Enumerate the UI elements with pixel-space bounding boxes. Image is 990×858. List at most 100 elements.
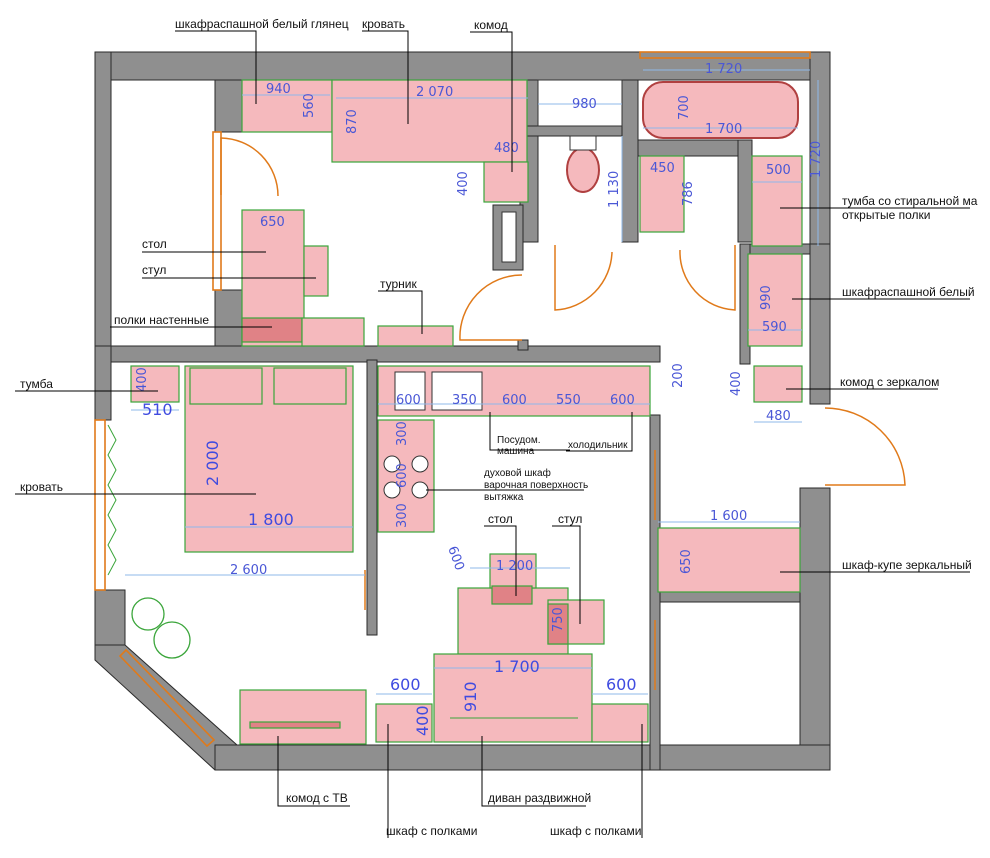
bed-top [331,79,528,163]
label-bar: турник [380,277,418,291]
door-wc [554,245,613,311]
wall-bedroom-right [366,359,378,636]
wall-pier-2 [214,289,243,347]
label-shelf-right: шкаф с полками [550,824,641,838]
burner-4 [411,481,429,499]
door-balcony [220,137,279,197]
burner-3 [383,481,401,499]
dim-650-wardrobe: 650 [679,549,694,574]
sofa [433,653,593,743]
dim-300-a: 300 [395,421,410,446]
dim-870: 870 [345,109,360,134]
dim-560: 560 [302,93,317,118]
label-bed-top: кровать [362,17,405,31]
window-bath [639,51,811,59]
dim-1600: 1 600 [710,509,747,524]
label-nightstand: тумба [20,377,53,391]
wall-top [94,51,831,81]
label-bed-left: кровать [20,480,63,494]
tv-dresser [239,689,367,745]
wall-bottom [214,744,831,771]
label-chair-left: стул [142,263,166,277]
label-wardrobe-white: шкафраспашной белый [842,285,975,299]
stove-column [377,419,435,533]
window-left-upper [212,131,222,291]
wall-wc-right [621,79,639,243]
dim-400-top: 400 [456,171,471,196]
dim-980: 980 [572,97,597,112]
windows [94,51,811,748]
dim-990: 990 [759,285,774,310]
doors [220,137,906,690]
dim-480-mirror: 480 [766,409,791,424]
washer-cabinet [751,155,803,247]
label-wall-shelves: полки настенные [114,313,209,327]
wall-pier-1 [214,79,243,133]
pillow-2 [273,367,347,405]
ventilation-shaft [501,211,517,263]
dim-450: 450 [650,161,675,176]
wall-shelves [241,317,303,343]
dim-2000: 2 000 [203,440,222,486]
dim-1700-sofa: 1 700 [494,657,540,676]
dim-1130: 1 130 [607,171,622,208]
dim-400-mirror: 400 [729,371,744,396]
dim-650-table: 650 [260,215,285,230]
label-wardrobe-sliding: шкаф-купе зеркальный [842,558,972,572]
dim-590: 590 [762,320,787,335]
wall-left-lower [94,589,126,651]
dim-480-top: 480 [494,141,519,156]
label-dresser-top: комод [474,18,508,32]
wardrobe-gloss [241,79,333,133]
pillow-1 [189,367,263,405]
dim-600-b: 600 [502,393,527,408]
dim-200: 200 [671,363,686,388]
label-oven-1: духовой шкаф [484,467,551,479]
nightstand [130,365,180,403]
label-dresser-mirror: комод с зеркалом [840,375,939,389]
door-entrance [824,407,906,486]
dresser-mirror [753,365,803,403]
dim-600-c: 600 [610,393,635,408]
dim-300-b: 300 [395,503,410,528]
washbasin [639,155,685,233]
label-wardrobe-gloss: шкафраспашной белый глянец [175,17,349,31]
dim-750: 750 [551,607,566,632]
walls [94,51,831,771]
dim-940: 940 [266,82,291,97]
tv-panel [249,721,341,729]
dim-350: 350 [452,393,477,408]
label-tv-dresser: комод с ТВ [286,791,348,805]
label-chair-mid: стул [558,512,582,526]
dim-600-f: 600 [390,675,421,694]
wall-bath-right [737,139,753,243]
dim-910: 910 [461,681,480,712]
label-shelf-left: шкаф с полками [386,824,477,838]
dim-1720-side: 1 720 [809,141,824,178]
dim-1700-bath: 1 700 [705,122,742,137]
dim-1800: 1 800 [248,510,294,529]
window-left-lower [94,419,106,591]
plant-1 [131,597,165,631]
dim-400-nightstand: 400 [135,367,150,392]
label-dishwasher-2: машина [497,446,535,457]
door-room [459,274,523,341]
burner-2 [411,455,429,473]
label-oven-3: вытяжка [484,492,524,503]
dim-1720-top: 1 720 [705,62,742,77]
bathtub [642,81,799,139]
wall-wc-top [519,125,631,137]
shelf-left [375,703,433,743]
dresser-top [483,161,529,203]
chair-left [303,245,329,297]
wardrobe-white [747,253,803,347]
wall-left-mid [94,345,112,421]
bar-bench [377,325,454,347]
dim-600-g: 600 [606,675,637,694]
dim-400-shelf: 400 [413,705,432,736]
wardrobe-sliding [657,527,801,593]
label-oven-2: варочная поверхность [484,480,588,491]
dimension-lines [125,69,819,695]
